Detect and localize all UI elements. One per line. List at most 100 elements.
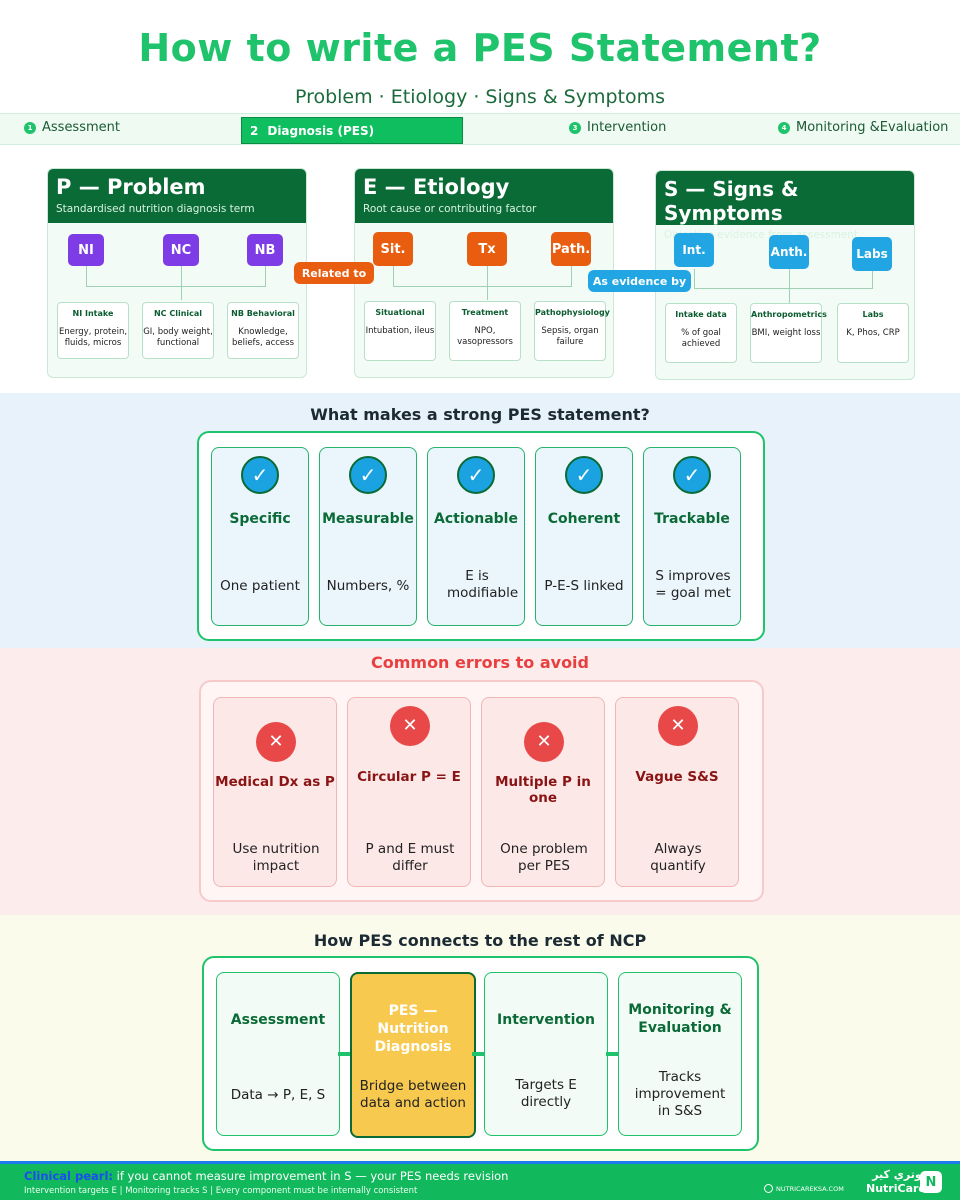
errors-frame: ✕ Medical Dx as P Use nutrition impact ✕… (199, 680, 764, 902)
step-number: 4 (778, 121, 790, 134)
strong-pes-frame: ✓ Specific One patient ✓ Measurable Numb… (197, 431, 765, 641)
step-diagnosis-active[interactable]: 2 Diagnosis (PES) (241, 117, 463, 144)
tree-line (789, 269, 790, 303)
check-icon: ✓ (673, 456, 711, 494)
problem-item-clinical: NC Clinical GI, body weight, functional (142, 302, 214, 359)
quality-trackable: ✓ Trackable S improves = goal met (643, 447, 741, 626)
error-desc: Always quantify (650, 841, 706, 874)
signs-item-labs: Labs K, Phos, CRP (837, 303, 909, 363)
ncp-name: Assessment (230, 1012, 326, 1028)
item-desc: NPO, vasopressors (457, 326, 513, 347)
step-intervention[interactable]: 3 Intervention (569, 120, 666, 135)
ncp-assessment: Assessment Data → P, E, S (216, 972, 340, 1136)
etiology-item-pathophysiology: Pathophysiology Sepsis, organ failure (534, 301, 610, 361)
node-labs: Labs (852, 237, 892, 271)
check-icon: ✓ (349, 456, 387, 494)
footer-bar: Clinical pearl: if you cannot measure im… (0, 1161, 960, 1200)
ncp-title: How PES connects to the rest of NCP (313, 931, 647, 950)
quality-desc: One patient (220, 578, 300, 594)
errors-section: Common errors to avoid ✕ Medical Dx as P… (0, 648, 960, 915)
error-name: Circular P = E (357, 769, 461, 785)
x-icon: ✕ (524, 722, 564, 762)
item-title: Pathophysiology (535, 308, 610, 317)
website-url: NUTRICAREKSA.COM (776, 1184, 844, 1193)
error-desc: Use nutrition impact (232, 841, 320, 874)
item-desc: % of goal achieved (681, 328, 721, 349)
item-title: Situational (375, 308, 425, 317)
quality-specific: ✓ Specific One patient (211, 447, 309, 626)
signs-item-anthropometrics: Anthropometrics BMI, weight loss (750, 303, 827, 363)
error-medical-dx: ✕ Medical Dx as P Use nutrition impact (213, 697, 337, 887)
tree-line (694, 269, 695, 289)
ncp-desc: Data → P, E, S (230, 1087, 326, 1103)
item-title: Anthropometrics (751, 310, 827, 319)
tree-line (393, 266, 394, 287)
quality-measurable: ✓ Measurable Numbers, % (319, 447, 417, 626)
item-desc: Intubation, ileus (365, 326, 435, 336)
x-icon: ✕ (390, 706, 430, 746)
step-monitoring[interactable]: 4 Monitoring &Evaluation (778, 120, 948, 135)
quality-desc: E is modifiable (447, 568, 519, 601)
etiology-item-situational: Situational Intubation, ileus (364, 301, 436, 361)
brand-name: نوتري كير NutriCare (866, 1168, 926, 1196)
item-title: Treatment (461, 308, 509, 317)
node-pathophysiology: Path. (551, 232, 591, 266)
quality-name: Measurable (322, 511, 414, 527)
item-title: NC Clinical (153, 309, 203, 318)
error-name: Medical Dx as P (215, 774, 335, 790)
brand-name-arabic: نوتري كير (872, 1168, 926, 1181)
ncp-intervention: Intervention Targets E directly (484, 972, 608, 1136)
ncp-step-bar: 1 Assessment 2 Diagnosis (PES) 3 Interve… (0, 113, 960, 145)
footer-note: Intervention targets E | Monitoring trac… (24, 1186, 418, 1196)
ncp-connector (606, 1052, 618, 1056)
item-desc: Sepsis, organ failure (541, 326, 599, 347)
node-treatment: Tx (467, 232, 507, 266)
ncp-connector (338, 1052, 350, 1056)
tree-line (86, 286, 266, 287)
as-evidence-by-pill: As evidence by (588, 270, 691, 292)
ncp-monitoring: Monitoring & Evaluation Tracks improveme… (618, 972, 742, 1136)
clinical-pearl: Clinical pearl: if you cannot measure im… (24, 1169, 508, 1183)
node-situational: Sit. (373, 232, 413, 266)
node-ni: NI (68, 234, 104, 266)
quality-desc: P-E-S linked (544, 578, 624, 594)
step-number: 3 (569, 121, 581, 134)
step-label: Monitoring &Evaluation (796, 120, 949, 135)
error-desc: One problem per PES (500, 841, 588, 874)
check-icon: ✓ (241, 456, 279, 494)
tree-line (181, 266, 182, 300)
website-link[interactable]: NUTRICAREKSA.COM (764, 1184, 844, 1193)
node-anthropometrics: Anth. (769, 235, 809, 269)
step-label: Intervention (587, 120, 667, 135)
problem-item-behavioral: NB Behavioral Knowledge, beliefs, access (227, 302, 299, 359)
problem-item-intake: NI Intake Energy, protein, fluids, micro… (57, 302, 129, 359)
etiology-heading: E — Etiology (363, 175, 510, 199)
check-icon: ✓ (565, 456, 603, 494)
step-number: 1 (24, 121, 36, 134)
quality-desc: Numbers, % (326, 578, 410, 594)
clinical-pearl-text: if you cannot measure improvement in S —… (112, 1169, 509, 1183)
quality-desc: S improves = goal met (655, 568, 731, 601)
signs-card: S — Signs & Symptoms Objective evidence … (655, 170, 915, 380)
ncp-name: Monitoring & Evaluation (628, 1002, 732, 1036)
clinical-pearl-label: Clinical pearl: (24, 1169, 113, 1183)
tree-line (265, 266, 266, 287)
step-assessment[interactable]: 1 Assessment (24, 120, 120, 135)
step-number: 2 (250, 123, 259, 138)
node-nb: NB (247, 234, 283, 266)
item-title: NI Intake (72, 309, 114, 318)
ncp-connector (472, 1052, 484, 1056)
ncp-desc: Bridge between data and action (359, 1078, 467, 1111)
quality-name: Coherent (547, 511, 621, 527)
node-intake: Int. (674, 233, 714, 267)
strong-pes-title: What makes a strong PES statement? (310, 405, 650, 424)
signs-header: S — Signs & Symptoms Objective evidence … (656, 171, 914, 241)
step-label: Assessment (42, 120, 120, 135)
ncp-desc: Tracks improvement in S&S (634, 1069, 726, 1119)
error-multiple-p: ✕ Multiple P in one One problem per PES (481, 697, 605, 887)
problem-subheading: Standardised nutrition diagnosis term (56, 203, 255, 215)
page-title: How to write a PES Statement? (138, 26, 822, 70)
problem-card: P — Problem Standardised nutrition diagn… (47, 168, 307, 378)
brand-name-english: NutriCare (866, 1182, 926, 1195)
ncp-section: How PES connects to the rest of NCP Asse… (0, 915, 960, 1161)
